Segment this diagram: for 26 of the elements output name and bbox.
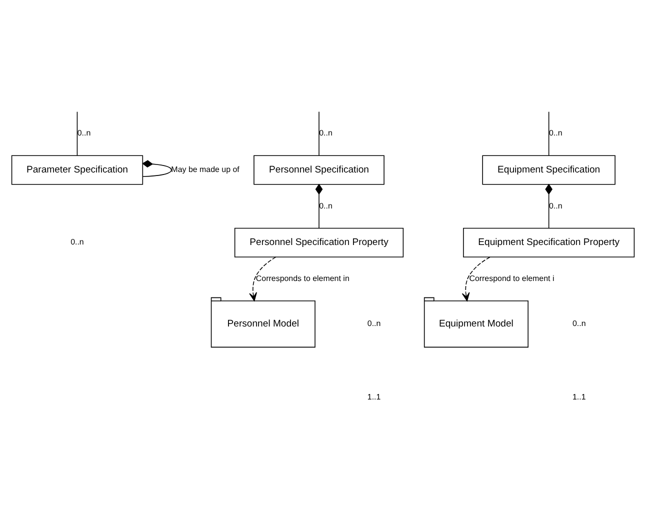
node-box: Equipment Specification xyxy=(482,155,616,185)
label: 0..n xyxy=(70,238,84,247)
node-box: Parameter Specification xyxy=(11,155,144,185)
edge-label: 0..n xyxy=(319,201,332,210)
connector xyxy=(315,184,323,229)
arrow xyxy=(462,256,490,302)
edge-label: 0..n xyxy=(548,128,562,138)
edge-label: Correspond to element i xyxy=(469,274,554,283)
node-box: Personnel Specification xyxy=(254,155,384,185)
connector xyxy=(142,160,172,177)
edge-label: 0..n xyxy=(319,128,332,138)
arrow xyxy=(249,256,276,302)
connector xyxy=(545,184,552,229)
edge-label: Corresponds to element in xyxy=(256,274,350,283)
label: 0..n xyxy=(572,319,586,328)
edge-label: May be made up of xyxy=(171,165,240,174)
label: 1..1 xyxy=(572,392,586,402)
node-box: Equipment Specification Property xyxy=(463,228,635,258)
connector xyxy=(318,111,320,156)
connector xyxy=(548,111,550,156)
edge-label: 0..n xyxy=(77,128,91,138)
label: 1..1 xyxy=(367,392,381,402)
label: 0..n xyxy=(367,319,381,328)
node-box: Personnel Specification Property xyxy=(234,228,404,258)
edge-label: 0..n xyxy=(548,201,562,210)
connector xyxy=(76,111,78,156)
